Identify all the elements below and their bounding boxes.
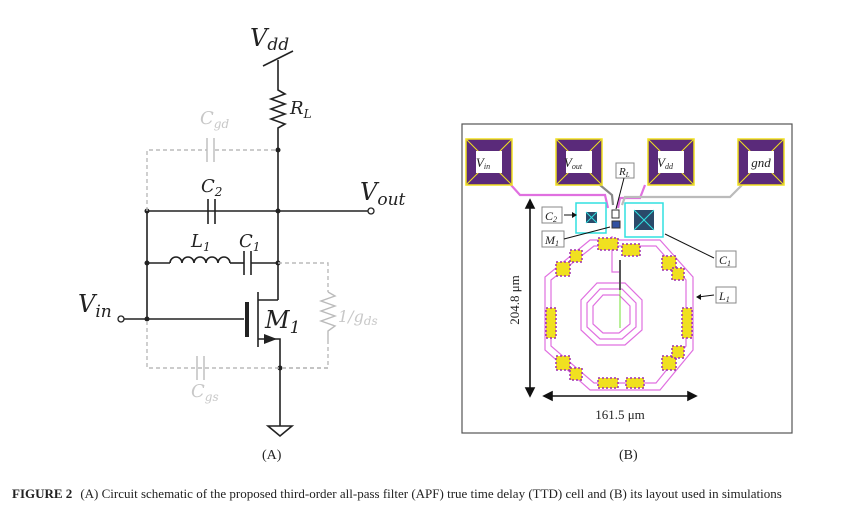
via-array [597,377,619,389]
pad-vout: Vout [555,138,603,186]
vdd-rail [262,50,294,67]
gds-wire [278,262,329,292]
c1-label: C1 [239,231,260,254]
m1-label: M1 [264,306,300,338]
pad-gnd: gnd [737,138,785,186]
callout-c1: C1 [664,233,737,268]
inductor-spiral [580,282,643,346]
via-array [661,255,677,271]
callout-c2: C2 [541,206,577,224]
vin-trace [510,184,610,209]
pad-vin: Vin [465,138,513,186]
via-array [625,377,645,389]
chip-layout: Vin Vout Vdd gnd [461,123,793,434]
gnd-trace [620,184,743,206]
panel-a-label: (A) [262,448,282,463]
via-array [569,249,583,263]
svg-text:C2: C2 [545,209,557,224]
svg-text:L1: L1 [718,289,730,304]
via-array [681,307,693,339]
svg-text:RL: RL [618,166,630,179]
via-array [671,267,685,281]
via-array [621,243,641,257]
l1-inductor [169,256,231,264]
pad-vdd: Vdd [647,138,695,186]
cgs-label: Cgs [191,381,219,404]
inductor-outer [544,239,694,391]
vout-label: Vout [360,178,406,210]
pad-label: Vout [564,155,583,171]
callout-l1: L1 [696,286,737,304]
cgd-wire [146,149,207,211]
vout-terminal [367,207,375,215]
pad-label: Vin [476,155,490,171]
callout-rl: RL [615,162,635,210]
gds-label: 1/gds [338,307,378,328]
l1-label: L1 [190,231,211,254]
rl-resistor [268,88,288,131]
vin-terminal [117,315,125,323]
callout-m1: M1 [541,226,611,248]
via-array [661,355,677,371]
circuit-schematic: Vdd RL C2 Vout L1 C1 Vin M1 Cgd Cgs 1/gd… [78,24,406,438]
rl-label: RL [289,98,312,121]
rl-device [611,209,620,219]
c2-label: C2 [201,176,222,199]
svg-text:C1: C1 [719,253,731,268]
panel-b-label: (B) [619,448,638,463]
height-dimension-label: 204.8 μm [507,275,522,325]
cgd-label: Cgd [200,108,229,131]
gds-resistor [318,291,338,340]
pad-label: Vdd [657,155,674,171]
via-array [545,307,557,339]
m1-source-arrow [264,334,277,344]
pad-label: gnd [751,155,771,170]
c2-capacitor [575,202,607,234]
caption-text: (A) Circuit schematic of the proposed th… [80,486,782,501]
vdd-label: Vdd [250,24,289,55]
vout-trace [599,184,615,206]
via-array [555,261,571,277]
via-array [597,237,619,251]
c1-capacitor [624,202,664,238]
svg-text:M1: M1 [544,233,559,248]
via-array [569,367,583,381]
figure-caption: FIGURE 2 (A) Circuit schematic of the pro… [12,484,848,504]
width-dimension-label: 161.5 μm [595,407,645,422]
figure-label: FIGURE 2 [12,486,73,501]
via-array [671,345,685,359]
vin-label: Vin [78,290,112,322]
m1-device [611,220,621,229]
via-array [555,355,571,371]
